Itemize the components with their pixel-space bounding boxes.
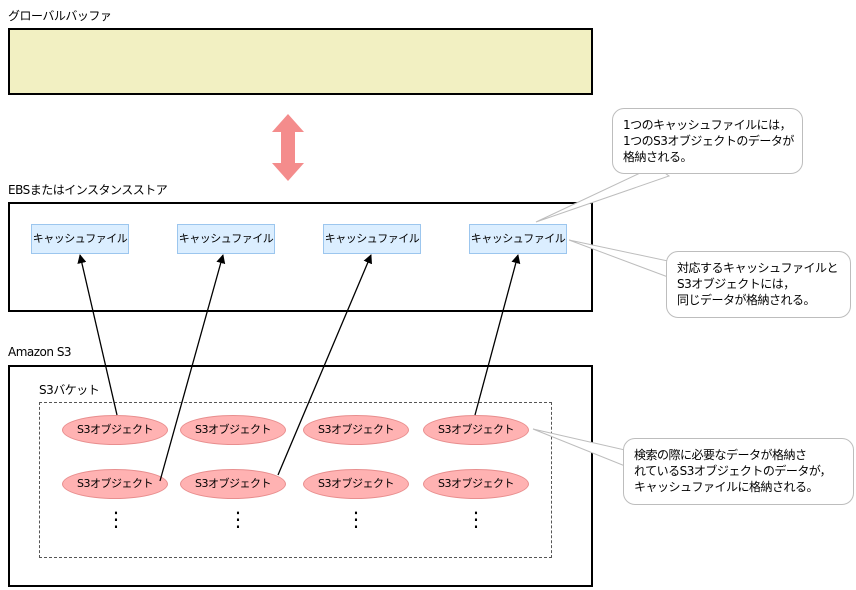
- ebs-box: [8, 202, 593, 312]
- callout-top-line-1: 1つのキャッシュファイルには，: [623, 118, 792, 132]
- s3-object-r1-c3: S3オブジェクト: [303, 415, 409, 445]
- amazon-s3-box: [8, 365, 593, 587]
- callout-bottom-pointer: [532, 428, 626, 467]
- s3-bucket-label: S3バケット: [39, 383, 100, 397]
- callout-middle-pointer: [568, 239, 669, 278]
- arrow-obj-r1c4-to-cache-4: [474, 254, 521, 416]
- callout-top-line-2: 1つのS3オブジェクトのデータが: [623, 134, 794, 148]
- s3-object-r1-c2: S3オブジェクト: [180, 415, 286, 445]
- ebs-label: EBSまたはインスタンスストア: [8, 183, 168, 197]
- callout-middle: 対応するキャッシュファイルと S3オブジェクトには， 同じデータが格納される。: [666, 251, 851, 318]
- callout-top: 1つのキャッシュファイルには， 1つのS3オブジェクトのデータが 格納される。: [612, 108, 803, 174]
- double-arrow-icon: [272, 114, 304, 181]
- callout-bottom: 検索の際に必要なデータが格納さ れているS3オブジェクトのデータが， キャッシュ…: [623, 438, 854, 505]
- callout-middle-line-2: S3オブジェクトには，: [677, 277, 795, 291]
- callout-bottom-line-1: 検索の際に必要なデータが格納さ: [634, 448, 807, 462]
- callout-top-pointer: [535, 165, 671, 223]
- s3-bucket-area: [39, 402, 552, 558]
- arrow-obj-r1c1-to-cache-1: [77, 254, 118, 416]
- s3-object-r2-c4: S3オブジェクト: [423, 469, 529, 499]
- callout-middle-line-3: 同じデータが格納される。: [677, 293, 816, 307]
- callout-top-line-3: 格納される。: [623, 150, 693, 164]
- s3-object-r1-c4: S3オブジェクト: [423, 415, 529, 445]
- callout-bottom-line-2: れているS3オブジェクトのデータが，: [634, 464, 832, 478]
- callout-bottom-line-3: キャッシュファイルに格納される。: [634, 480, 819, 494]
- amazon-s3-label: Amazon S3: [8, 345, 72, 359]
- s3-object-r2-c2: S3オブジェクト: [180, 469, 286, 499]
- cache-file-4: キャッシュファイル: [469, 224, 567, 254]
- s3-object-r1-c1: S3オブジェクト: [62, 415, 168, 445]
- arrow-obj-r2c1-to-cache-2: [159, 254, 226, 482]
- cache-file-3: キャッシュファイル: [323, 224, 421, 254]
- arrow-obj-r2c2-to-cache-3: [277, 254, 373, 476]
- s3-object-r2-c3: S3オブジェクト: [303, 469, 409, 499]
- callout-middle-line-1: 対応するキャッシュファイルと: [677, 261, 839, 275]
- cache-file-2: キャッシュファイル: [177, 224, 275, 254]
- s3-object-r2-c1: S3オブジェクト: [62, 469, 168, 499]
- global-buffer-label: グローバルバッファ: [8, 9, 112, 23]
- global-buffer-box: [8, 28, 593, 95]
- cache-file-1: キャッシュファイル: [31, 224, 129, 254]
